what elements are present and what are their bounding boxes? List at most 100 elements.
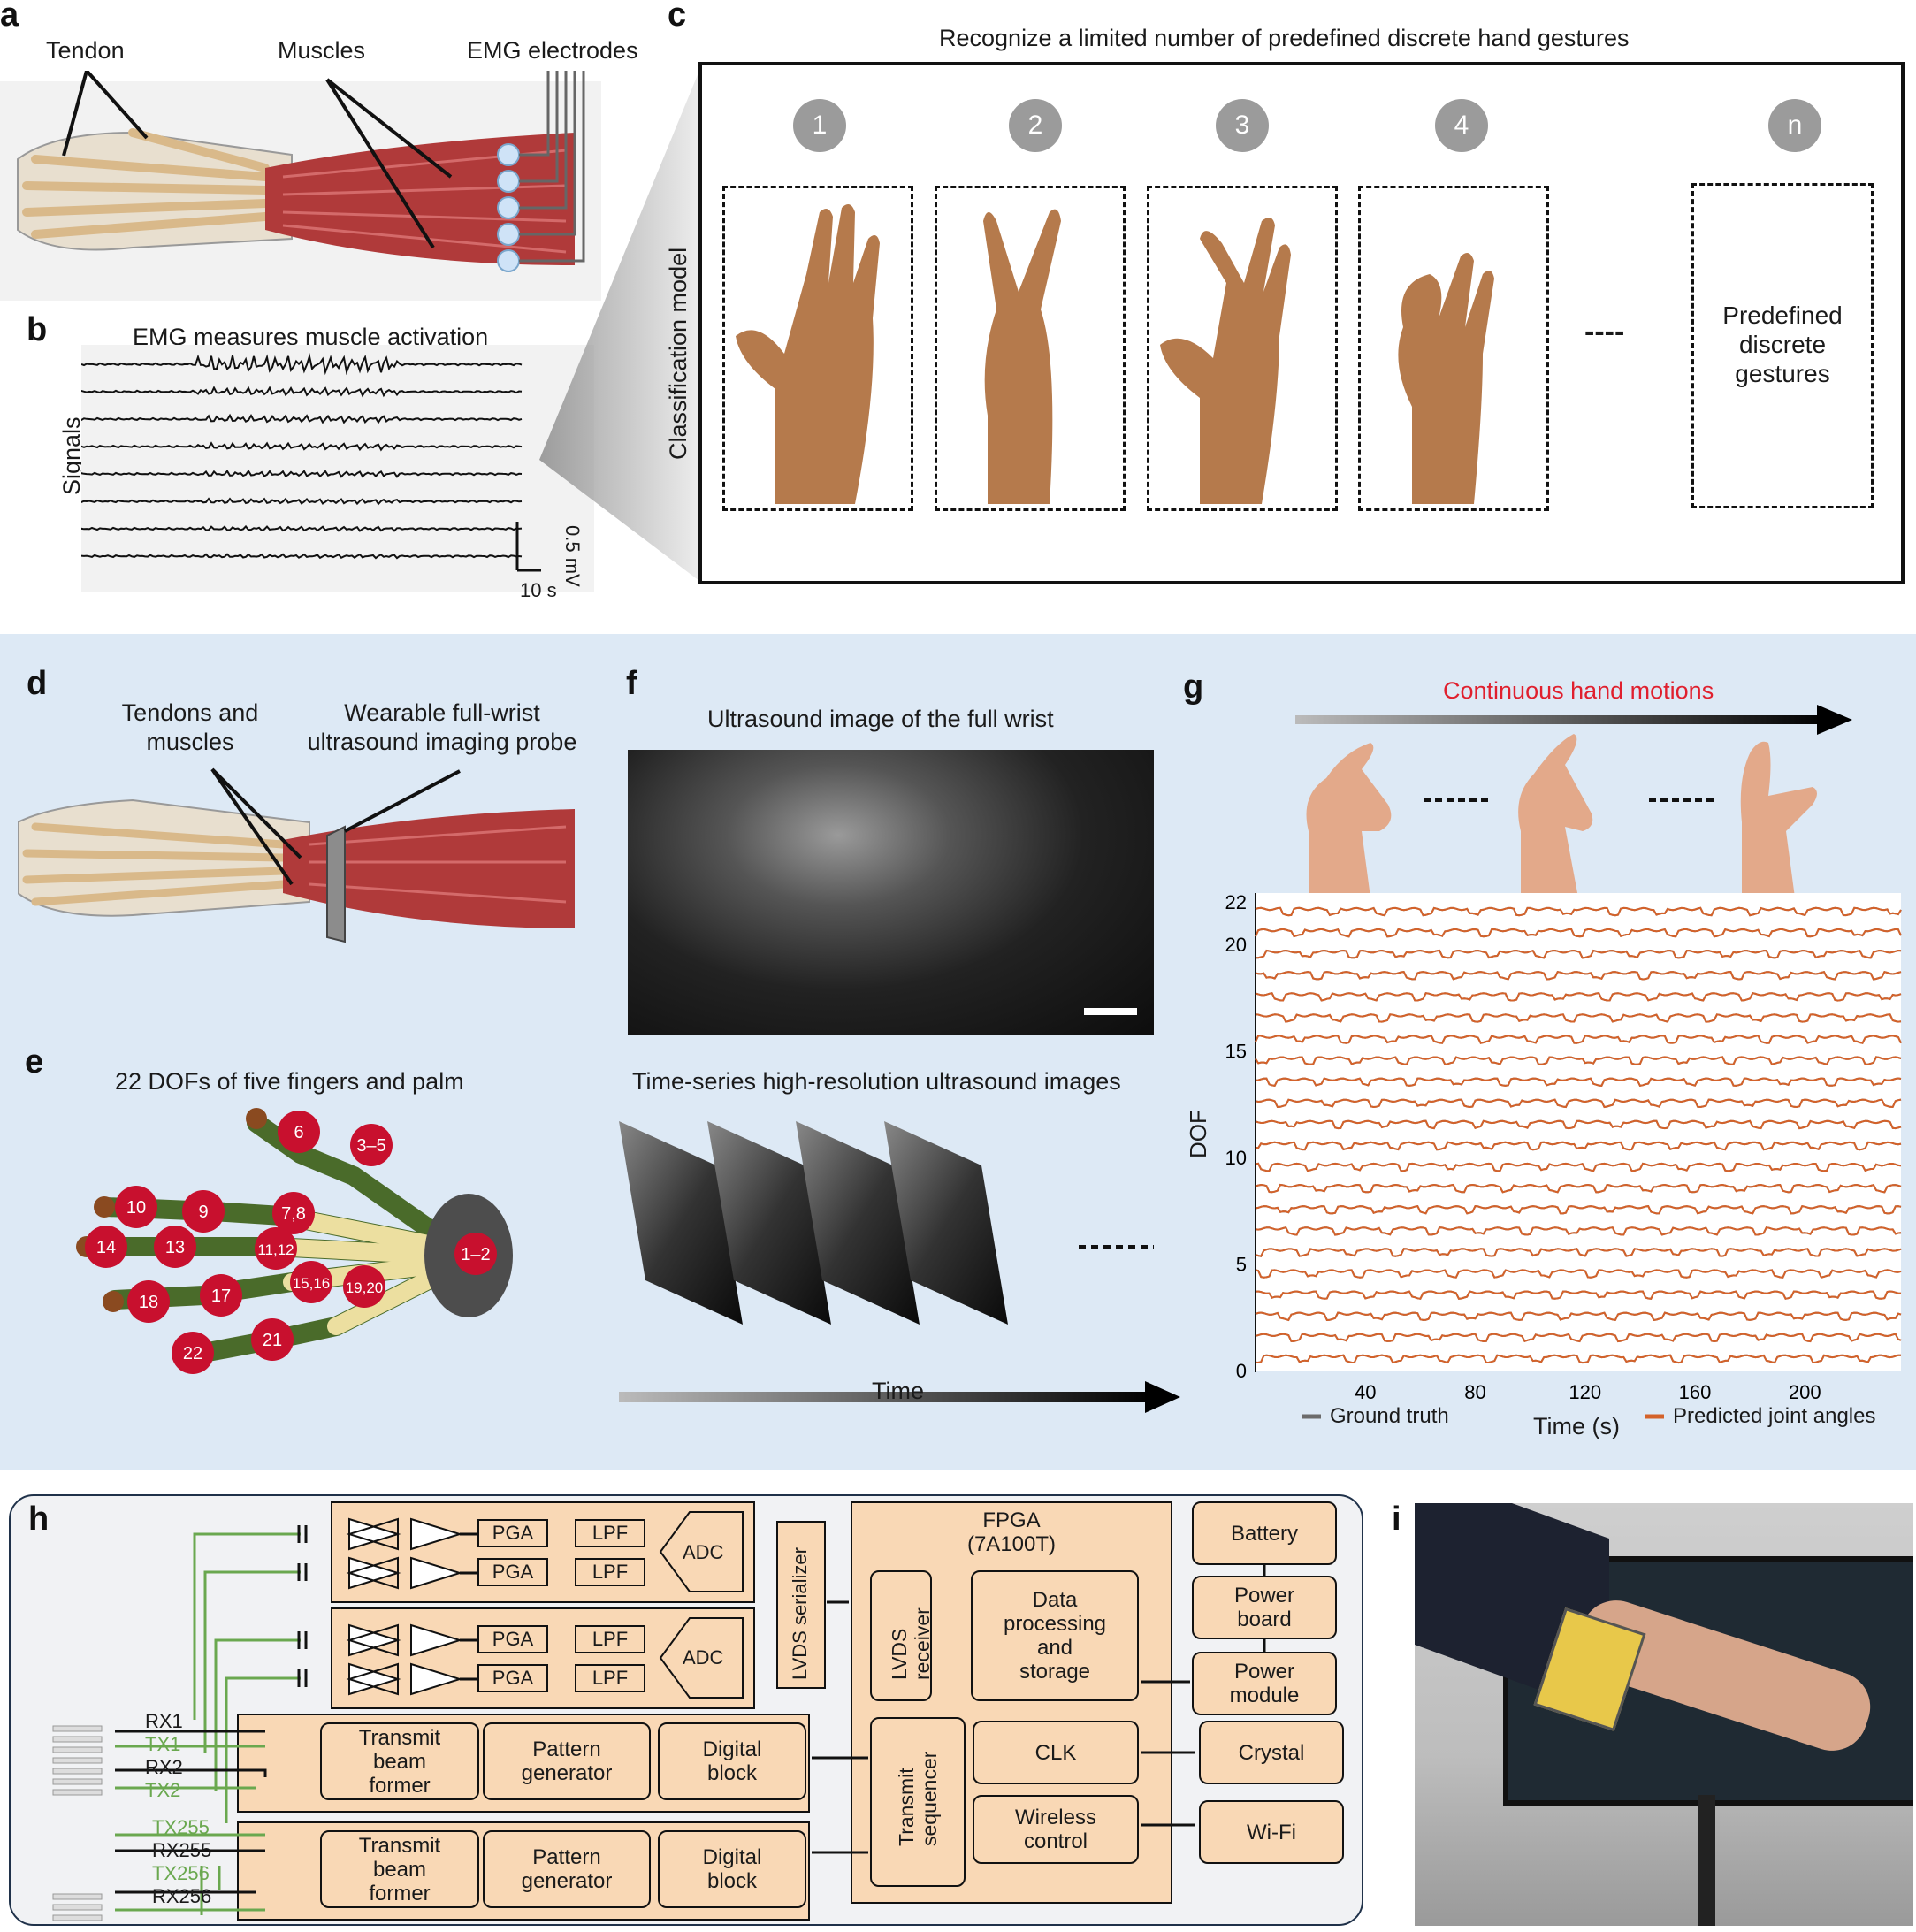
panel-label-i: i	[1392, 1501, 1401, 1538]
continuous-hand-images	[1306, 734, 1817, 897]
y-tick-label: 10	[1225, 1147, 1247, 1169]
dof-joint-label: 21	[263, 1331, 282, 1350]
battery-box: Battery	[1192, 1501, 1337, 1565]
dof-joint-marker	[350, 1124, 393, 1166]
tbf-1: Transmit beam former	[320, 1722, 479, 1800]
classification-frame	[698, 62, 1905, 584]
predicted-angle-line	[1255, 1204, 1902, 1215]
y-tick-label: 22	[1225, 891, 1247, 913]
emg-trace	[81, 413, 523, 424]
gesture-box-2	[935, 186, 1126, 511]
channel-tx255: TX255	[152, 1816, 210, 1838]
digital-block-1: Digital block	[658, 1722, 806, 1800]
gesture-number-1: 1	[793, 99, 846, 152]
tendon-label: Tendon	[46, 37, 125, 64]
dof-joint-marker	[454, 1233, 497, 1275]
power-module-line-1: Power	[1233, 1660, 1295, 1684]
dof-joint-label: 10	[126, 1198, 146, 1218]
x-tick-label: 80	[1464, 1381, 1485, 1403]
predicted-angle-line	[1255, 1311, 1902, 1322]
probe-line-2: ultrasound imaging probe	[307, 729, 577, 755]
y-tick-label: 15	[1225, 1041, 1247, 1063]
forearm-emg-illustration	[0, 71, 601, 301]
monitor-stand	[1698, 1795, 1715, 1926]
emg-trace	[81, 497, 523, 506]
gesture-ellipsis: ----	[1584, 315, 1625, 348]
dof-joint-marker	[255, 1227, 297, 1270]
pg2-line-2: generator	[521, 1869, 613, 1893]
clk-box: CLK	[973, 1721, 1139, 1784]
power-module-line-2: module	[1229, 1684, 1300, 1707]
predicted-angle-line	[1255, 1183, 1902, 1194]
wireless-line-2: control	[1023, 1829, 1088, 1853]
predicted-angle-line	[1255, 1119, 1902, 1130]
dof-joint-label: 9	[198, 1203, 208, 1222]
predicted-angle-line	[1255, 1035, 1902, 1044]
predicted-angle-line	[1255, 970, 1902, 981]
predicted-angle-line	[1255, 928, 1902, 938]
panel-label-e: e	[25, 1043, 44, 1081]
probe-line-1: Wearable full-wrist	[344, 699, 540, 726]
channel-rx1: RX1	[145, 1710, 183, 1732]
y-tick-label: 20	[1225, 934, 1247, 956]
dof-joint-marker	[85, 1226, 127, 1268]
y-tick-label: 0	[1236, 1360, 1247, 1382]
emg-trace	[81, 524, 523, 532]
tbf1-line-2: beam	[372, 1749, 427, 1774]
dof-joint-label: 15,16	[293, 1275, 331, 1292]
predicted-angle-line	[1255, 1013, 1902, 1023]
dof-joint-label: 1–2	[461, 1245, 490, 1264]
dof-joint-label: 7,8	[281, 1204, 306, 1224]
dof-joint-marker	[278, 1111, 320, 1153]
predefined-line-1: Predefined	[1722, 302, 1843, 329]
panel-label-c: c	[668, 0, 687, 34]
lpf-4: LPF	[575, 1664, 645, 1692]
tbf2-line-2: beam	[372, 1857, 427, 1882]
emg-trace	[81, 469, 523, 478]
dof-joint-marker	[251, 1318, 294, 1361]
dof-joint-label: 11,12	[257, 1241, 294, 1258]
dof-joint-label: 6	[294, 1123, 303, 1142]
dof-title: 22 DOFs of five fingers and palm	[115, 1068, 464, 1095]
gesture-box-1	[722, 186, 913, 511]
transmit-sequencer-box	[870, 1717, 966, 1887]
muscles-label: Muscles	[278, 37, 366, 64]
emg-trace	[81, 553, 523, 560]
panel-label-f: f	[626, 665, 637, 702]
tbf1-line-3: former	[369, 1773, 431, 1798]
dof-joint-marker	[272, 1192, 315, 1234]
x-tick-label: 40	[1355, 1381, 1376, 1403]
db1-line-2: block	[706, 1761, 758, 1785]
time-series-stack	[619, 1121, 1154, 1325]
predicted-angle-line	[1255, 1354, 1901, 1364]
zoom-wedge	[539, 62, 703, 584]
emg-trace	[81, 441, 523, 452]
data-proc-line-2: processing	[1003, 1612, 1107, 1636]
wifi-box: Wi-Fi	[1199, 1800, 1344, 1864]
panel-label-g: g	[1183, 668, 1204, 706]
x-tick-label: 200	[1789, 1381, 1821, 1403]
lpf-2: LPF	[575, 1558, 645, 1586]
x-tick-label: 120	[1569, 1381, 1601, 1403]
data-proc-line-4: storage	[1019, 1660, 1091, 1684]
db1-line-1: Digital	[702, 1737, 762, 1761]
amplifier-chain	[346, 1517, 477, 1696]
gesture-number-2: 2	[1009, 99, 1062, 152]
adc-shapes	[659, 1511, 744, 1699]
panel-label-a: a	[0, 0, 19, 34]
dof-joint-marker	[182, 1190, 225, 1233]
fpga-line-1: FPGA	[982, 1508, 1041, 1532]
classification-model-label: Classification model	[665, 247, 691, 460]
pga-2: PGA	[477, 1558, 548, 1586]
dof-joint-label: 19,20	[346, 1279, 384, 1296]
tbf1-line-1: Transmit	[358, 1725, 441, 1750]
db2-line-1: Digital	[702, 1845, 762, 1869]
lvds-serializer-box	[776, 1521, 826, 1689]
predicted-angle-line	[1255, 906, 1902, 917]
power-module-box: Power module	[1192, 1652, 1337, 1715]
dof-joint-marker	[172, 1332, 214, 1374]
gesture-number-n: n	[1768, 99, 1821, 152]
fpga-title: FPGA (7A100T)	[851, 1508, 1172, 1556]
emg-trace	[81, 353, 523, 376]
